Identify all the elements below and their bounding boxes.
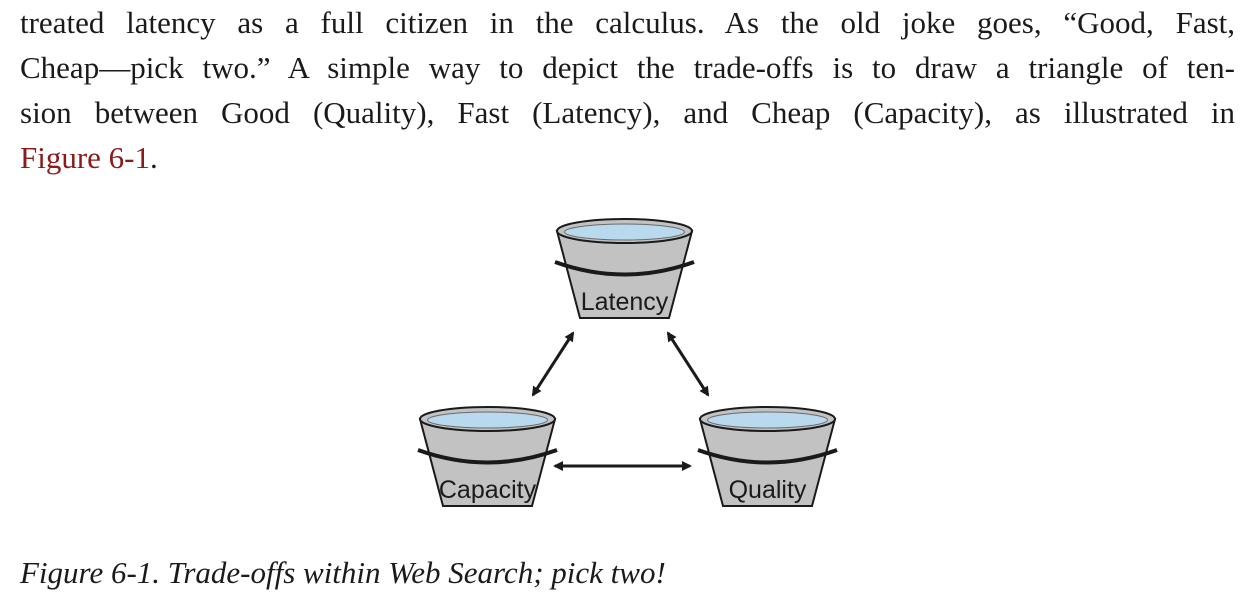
paragraph-line-3: sion between Good (Quality), Fast (Laten… <box>20 95 1235 130</box>
paragraph-line-1: treated latency as a full citizen in the… <box>20 5 1235 40</box>
bucket-label-capacity: Capacity <box>439 476 537 504</box>
arrow-latency-quality <box>666 331 710 397</box>
figure-reference-link[interactable]: Figure 6-1 <box>20 140 151 175</box>
bucket-capacity: Capacity <box>417 406 558 507</box>
bucket-water <box>707 411 828 429</box>
arrow-latency-capacity <box>531 331 575 397</box>
bucket-water <box>427 411 548 429</box>
bucket-triangle-diagram: Latency Capacity Quality <box>417 218 838 507</box>
bucket-latency: Latency <box>554 218 695 319</box>
bucket-label-latency: Latency <box>581 288 669 316</box>
bucket-handle <box>697 448 838 465</box>
bucket-water <box>564 223 685 241</box>
bucket-label-quality: Quality <box>729 476 807 504</box>
trade-off-figure: Latency Capacity Quality <box>400 205 860 535</box>
bucket-quality: Quality <box>697 406 838 507</box>
paragraph-line-2: Cheap—pick two.” A simple way to depict … <box>20 50 1235 85</box>
body-paragraph: treated latency as a full citizen in the… <box>20 0 1235 180</box>
figure-caption: Figure 6-1. Trade-offs within Web Search… <box>20 555 666 590</box>
bucket-handle <box>417 448 558 465</box>
paragraph-end-period: . <box>150 140 158 175</box>
bucket-handle <box>554 260 695 277</box>
paragraph-line-4: Figure 6-1. <box>20 135 1235 180</box>
